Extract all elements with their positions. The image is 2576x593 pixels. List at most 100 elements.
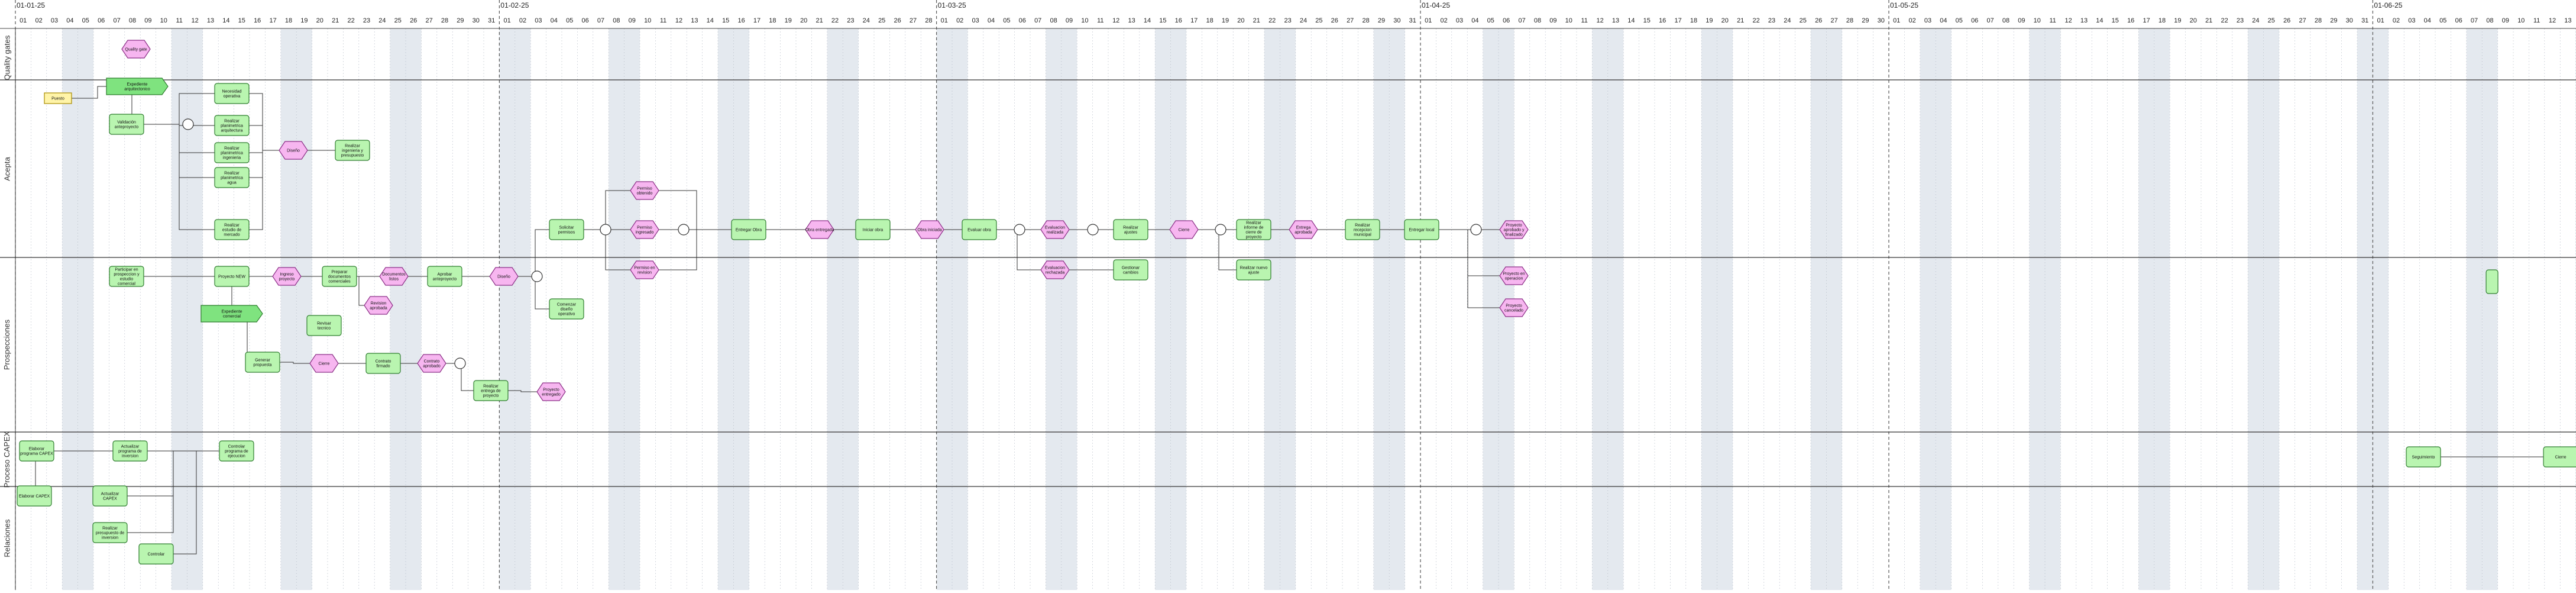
month-label: 01-04-25 [1422,1,1450,9]
day-label: 06 [1971,17,1978,24]
day-label: 16 [254,17,261,24]
day-label: 24 [378,17,386,24]
node-task: Entregar Obra [732,220,766,240]
day-label: 02 [1440,17,1447,24]
day-label: 05 [566,17,573,24]
day-label: 03 [972,17,979,24]
day-label: 28 [2315,17,2322,24]
day-label: 20 [2190,17,2197,24]
day-label: 20 [1237,17,1244,24]
day-label: 27 [1830,17,1837,24]
day-label: 11 [2049,17,2056,24]
node-task: Controlar [139,544,173,564]
node-label: Iniciar obra [863,228,884,232]
day-label: 07 [2471,17,2478,24]
weekend-column [62,28,77,590]
node-label: Proyecto NEW [218,275,245,279]
weekend-column [2357,28,2373,590]
day-label: 10 [2517,17,2525,24]
day-label: 26 [1331,17,1338,24]
day-label: 25 [1315,17,1322,24]
node-event: Obra entregada [805,221,834,239]
day-label: 01 [941,17,948,24]
day-label: 12 [2549,17,2556,24]
weekend-column [1062,28,1077,590]
task-box [2486,270,2498,294]
day-label: 10 [160,17,167,24]
node-start: Puesto [44,93,72,104]
weekend-column [406,28,421,590]
day-label: 27 [2299,17,2306,24]
month-label: 01-05-25 [1890,1,1918,9]
node-task: Entregar local [1404,220,1439,240]
day-label: 03 [1456,17,1463,24]
day-label: 08 [2002,17,2009,24]
day-label: 02 [1908,17,1915,24]
day-label: 06 [1019,17,1026,24]
day-label: 18 [1206,17,1213,24]
month-label: 01-02-25 [500,1,529,9]
day-label: 15 [238,17,245,24]
day-label: 07 [1034,17,1041,24]
gateway-node [1014,224,1025,235]
day-label: 14 [222,17,229,24]
day-label: 11 [1097,17,1103,24]
day-label: 01 [503,17,510,24]
node-label: Cierre [2555,455,2566,459]
day-label: 22 [1268,17,1276,24]
day-label: 19 [1222,17,1229,24]
node-label: Obra iniciada [917,228,941,232]
node-label: Seguimiento [2412,455,2435,459]
day-label: 06 [98,17,105,24]
weekend-column [2030,28,2045,590]
gateway-node [1215,224,1226,235]
gateway-node [678,224,689,235]
weekend-column [1374,28,1389,590]
weekend-column [2154,28,2170,590]
weekend-column [2138,28,2154,590]
day-label: 17 [1190,17,1198,24]
gateway-node [532,271,542,282]
gateway-node [183,119,193,130]
weekend-column [1826,28,1842,590]
day-label: 14 [2096,17,2103,24]
day-label: 06 [1503,17,1510,24]
day-label: 01 [2377,17,2384,24]
weekend-column [515,28,530,590]
day-label: 18 [285,17,292,24]
day-label: 08 [129,17,136,24]
weekend-column [78,28,93,590]
day-label: 04 [1940,17,1947,24]
day-label: 04 [66,17,73,24]
day-label: 24 [1300,17,1307,24]
node-event: Cierre [310,354,338,372]
day-label: 03 [51,17,58,24]
weekend-column [1171,28,1186,590]
weekend-column [1155,28,1170,590]
node-event: Obra iniciada [915,221,944,239]
day-label: 29 [1378,17,1385,24]
day-label: 11 [176,17,182,24]
